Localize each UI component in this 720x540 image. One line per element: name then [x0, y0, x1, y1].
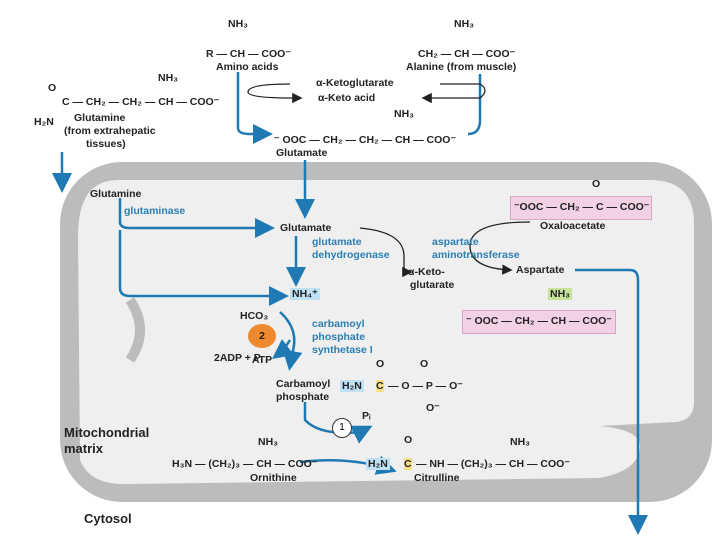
aa-nh3: NH₃: [228, 18, 249, 30]
hco3-label: HCO₃: [240, 310, 269, 322]
keto2-line1: α-Keto-: [408, 266, 445, 278]
matrix-glutamine: Glutamine: [90, 188, 142, 200]
cit-name: Citrulline: [414, 472, 460, 484]
glu-formula: ⁻ OOC — CH₂ — CH₂ — CH — COO⁻: [274, 134, 457, 146]
aspartate-box: [462, 310, 616, 334]
aa-formula: R — CH — COO⁻: [206, 48, 291, 60]
cit-nh3: NH₃: [510, 436, 531, 448]
gln-source2: tissues): [86, 138, 126, 150]
arrow-ketoglutarate-right: [421, 83, 486, 104]
ala-formula: CH₂ — CH — COO⁻: [418, 48, 516, 60]
arrow-glutamine-to-nh4: [118, 230, 289, 306]
glu-name: Glutamate: [276, 147, 328, 159]
arrow-oaa-to-asp: [469, 221, 531, 275]
carb-o-1: O: [376, 358, 385, 370]
carbamoyl-line2: phosphate: [276, 391, 330, 403]
cps-label-1: carbamoyl: [312, 318, 365, 330]
gln-source1: (from extrahepatic: [64, 125, 156, 137]
compartment-label-1: Mitochondrial: [64, 425, 150, 440]
oaa-formula: ⁻OOC — CH₂ — C — COO⁻: [514, 201, 650, 213]
orn-nh3: NH₃: [258, 436, 279, 448]
cps-label-3: synthetase I: [312, 344, 373, 356]
carb-o-3: O⁻: [426, 402, 440, 414]
crista: [125, 297, 145, 363]
ketoglutarate-label: α-Ketoglutarate: [316, 77, 394, 89]
oaa-o: O: [592, 178, 601, 190]
gln-o: O: [48, 82, 57, 94]
cytosol-label: Cytosol: [84, 511, 132, 526]
keto2-line2: glutarate: [410, 279, 455, 291]
arrow-aspartate-out: [575, 268, 648, 535]
arrow-ketoglutarate-loop: [247, 83, 303, 104]
gln-formula: C — CH₂ — CH₂ — CH — COO⁻: [62, 96, 220, 108]
gln-nh3: NH₃: [158, 72, 179, 84]
compartment-label-2: matrix: [64, 441, 104, 456]
carb-c: C: [376, 380, 384, 393]
gln-name: Glutamine: [74, 112, 126, 124]
adp-label: 2ADP + Pᵢ: [214, 352, 263, 364]
pi-label: Pᵢ: [362, 410, 371, 422]
mitochondrion-matrix: [78, 180, 694, 485]
atp-circle: 2 ATP: [248, 324, 276, 366]
cit-c: C: [404, 458, 412, 471]
cit-rest: — NH — (CH₂)₃ — CH — COO⁻: [416, 458, 570, 470]
carb-h2n: H₂N: [340, 380, 364, 393]
glutaminase-label: glutaminase: [124, 205, 186, 217]
step-1-circle: 1: [332, 418, 352, 438]
asp-nh3: NH₃: [548, 288, 573, 301]
arrow-aa-to-keto: [236, 72, 273, 144]
carb-rest: — O — P — O⁻: [388, 380, 463, 392]
aa-name: Amino acids: [216, 61, 279, 73]
keto-acid-label: α-Keto acid: [318, 92, 376, 104]
gdh-label-2: dehydrogenase: [312, 249, 390, 261]
arrow-carbamoyl-down: [303, 402, 373, 444]
cit-o: O: [404, 434, 413, 446]
aspartate-label: Aspartate: [516, 264, 565, 276]
oxaloacetate-box: [510, 196, 652, 220]
ast-label-2: aminotransferase: [432, 249, 520, 261]
arrow-glutaminase: [118, 198, 275, 238]
asp-formula: ⁻ OOC — CH₂ — CH — COO⁻: [466, 315, 612, 327]
arrow-adp: [272, 338, 294, 360]
gdh-label-1: glutamate: [312, 236, 362, 248]
ast-label-1: aspartate: [432, 236, 479, 248]
orn-formula: H₃N — (CH₂)₃ — CH — COO⁻: [172, 458, 318, 470]
ala-nh3: NH₃: [454, 18, 475, 30]
carbamoyl-line1: Carbamoyl: [276, 378, 331, 390]
arrow-alanine-to-keto: [467, 74, 482, 136]
orn-name: Ornithine: [250, 472, 297, 484]
cps-label-2: phosphate: [312, 331, 366, 343]
carb-o-2: O: [420, 358, 429, 370]
cit-h2n: H₂N: [366, 458, 390, 471]
glu-nh3: NH₃: [394, 108, 415, 120]
gln-h2n: H₂N: [34, 116, 54, 128]
matrix-glutamate: Glutamate: [280, 222, 332, 234]
oaa-name: Oxaloacetate: [540, 220, 606, 232]
nh4-label: NH₄⁺: [290, 288, 320, 301]
arrow-glutamate-to-keto2: [359, 227, 413, 278]
ala-name: Alanine (from muscle): [406, 61, 517, 73]
